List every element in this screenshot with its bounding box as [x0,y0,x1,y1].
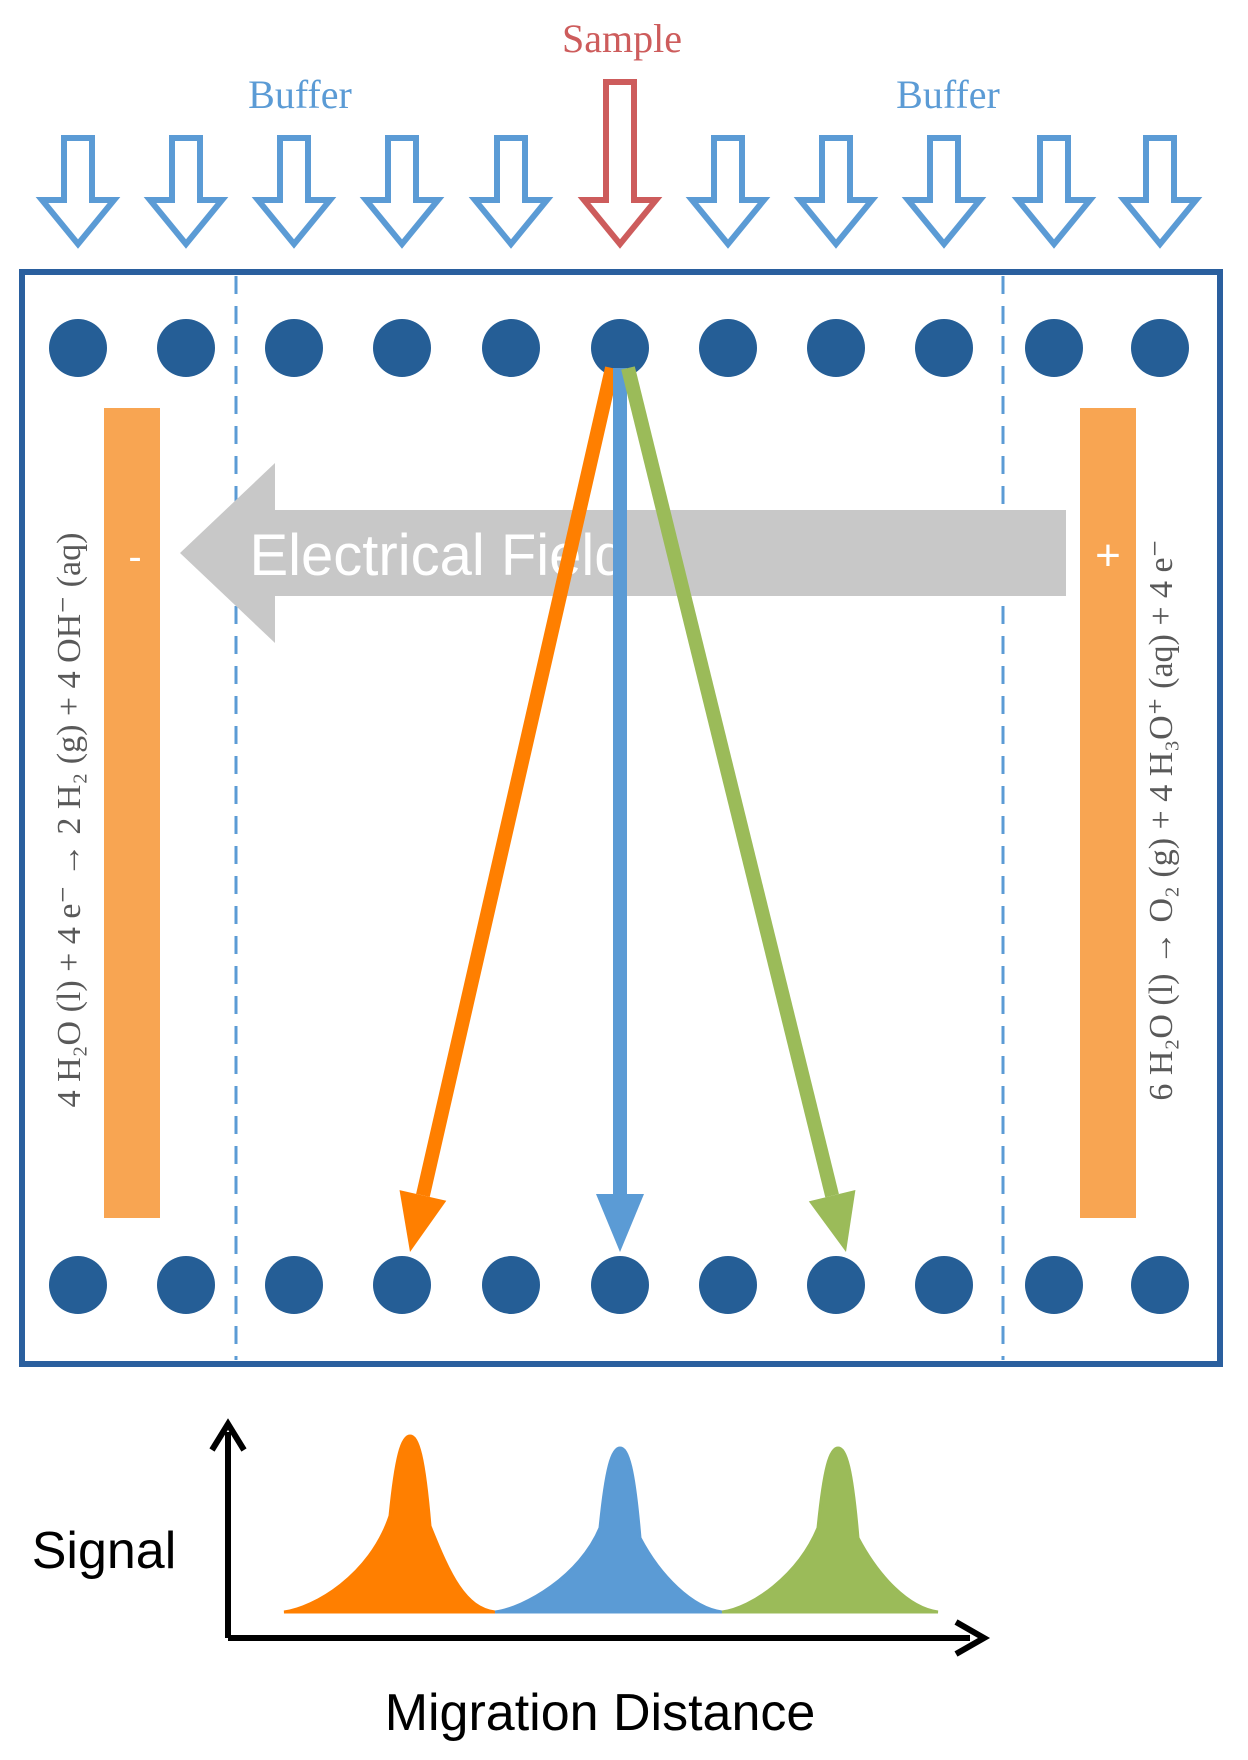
anode-sign: + [1095,531,1121,580]
outlet-dot-icon [699,1256,757,1314]
cathode-sign: - [128,535,141,579]
anode-electrode [1080,408,1136,1218]
buffer-label-left: Buffer [248,72,352,117]
buffer-inlet-arrow-icon [468,135,554,249]
outlet-dot-icon [373,1256,431,1314]
buffer-inlet-arrow-icon [359,135,445,249]
outlet-dots-row [49,1256,1189,1314]
inlet-dot-icon [1131,319,1189,377]
cathode-electrode [104,408,160,1218]
outlet-dot-icon [1025,1256,1083,1314]
inlet-dot-icon [1025,319,1083,377]
inlet-dot-icon [157,319,215,377]
inlet-dot-icon [265,319,323,377]
inlet-arrows [35,79,1203,249]
sample-label: Sample [562,16,682,61]
outlet-dot-icon [915,1256,973,1314]
buffer-inlet-arrow-icon [793,135,879,249]
buffer-inlet-arrow-icon [143,135,229,249]
orange-arrowhead-icon [399,1190,447,1252]
signal-plot: Signal Migration Distance [32,1418,991,1742]
inlet-dot-icon [373,319,431,377]
outlet-dot-icon [807,1256,865,1314]
green-signal-peak [721,1446,939,1614]
inlet-dot-icon [482,319,540,377]
orange-signal-peak [283,1434,496,1614]
buffer-inlet-arrow-icon [901,135,987,249]
orange-fraction-trajectory [416,366,619,1198]
inlet-dots-row [49,319,1189,377]
outlet-dot-icon [1131,1256,1189,1314]
buffer-inlet-arrow-icon [1117,135,1203,249]
blue-signal-peak [494,1446,723,1614]
signal-axis-label: Signal [32,1522,177,1580]
outlet-dot-icon [265,1256,323,1314]
outlet-dot-icon [49,1256,107,1314]
cathode-reaction: 4 H₂O (l) + 4 e⁻ → 2 H₂ (g) + 4 OH⁻ (aq) [51,533,88,1108]
y-axis-arrowhead-icon [209,1418,247,1452]
inlet-dot-icon [591,319,649,377]
outlet-dot-icon [591,1256,649,1314]
green-arrowhead-icon [808,1189,856,1252]
sample-inlet-arrow-icon [577,79,663,249]
buffer-inlet-arrow-icon [1011,135,1097,249]
buffer-label-right: Buffer [896,72,1000,117]
inlet-dot-icon [699,319,757,377]
x-axis-arrowhead-icon [954,1619,991,1657]
blue-arrowhead-icon [596,1194,644,1252]
inlet-dot-icon [915,319,973,377]
buffer-inlet-arrow-icon [251,135,337,249]
buffer-inlet-arrow-icon [685,135,771,249]
inlet-dot-icon [49,319,107,377]
outlet-dot-icon [157,1256,215,1314]
outlet-dot-icon [482,1256,540,1314]
distance-axis-label: Migration Distance [385,1684,816,1742]
green-fraction-trajectory [621,366,839,1198]
buffer-inlet-arrow-icon [35,135,121,249]
anode-reaction: 6 H₂O (l) → O₂ (g) + 4 H₃O⁺ (aq) + 4 e⁻ [1143,539,1180,1100]
fraction-trajectories [399,366,856,1252]
signal-peaks [283,1434,939,1614]
inlet-dot-icon [807,319,865,377]
